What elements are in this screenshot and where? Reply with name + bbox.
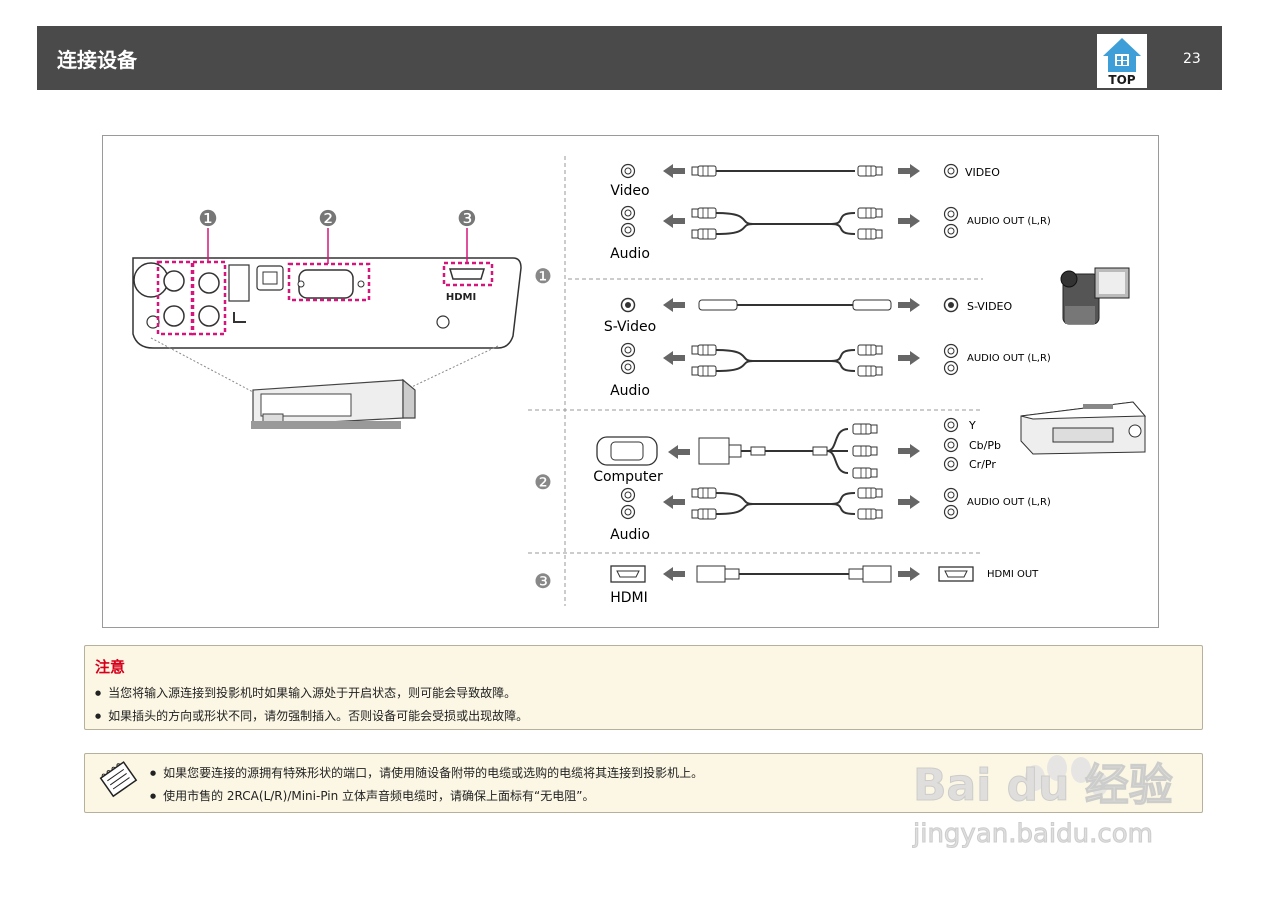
hdmi-logo: HDMI (446, 292, 476, 303)
svg-text:Video: Video (610, 183, 649, 199)
row-audio-c: Audio AUDIO OUT (L,R) (610, 487, 1051, 543)
page-header: 连接设备 TOP 23 (37, 26, 1222, 90)
baidu-watermark: Bai du 经验 jingyan.baidu.com (912, 755, 1173, 850)
caution-item: 如果插头的方向或形状不同，请勿强制插入。否则设备可能会受损或出现故障。 (95, 706, 528, 729)
row-audio-b: Audio AUDIO OUT (L,R) (610, 342, 1051, 399)
svg-text:HDMI: HDMI (610, 590, 648, 606)
svg-text:AUDIO OUT (L,R): AUDIO OUT (L,R) (967, 216, 1051, 227)
paw-icon (1025, 755, 1108, 796)
svg-text:AUDIO OUT (L,R): AUDIO OUT (L,R) (967, 497, 1051, 508)
note-list: 如果您要连接的源拥有特殊形状的端口，请使用随设备附带的电缆或选购的电缆将其连接到… (150, 763, 703, 809)
caution-title: 注意 (95, 658, 126, 676)
svg-text:Audio: Audio (610, 527, 650, 543)
svg-text:Y: Y (968, 419, 976, 432)
row-video: Video VIDEO (610, 163, 1000, 199)
note-item: 如果您要连接的源拥有特殊形状的端口，请使用随设备附带的电缆或选购的电缆将其连接到… (150, 763, 703, 786)
camcorder-illustration (1060, 267, 1130, 325)
svg-text:S-Video: S-Video (604, 319, 656, 335)
top-button[interactable]: TOP (1097, 34, 1147, 88)
svg-text:Audio: Audio (610, 383, 650, 399)
row-audio-a: Audio AUDIO OUT (L,R) (610, 205, 1051, 262)
dvd-player-illustration (1020, 401, 1147, 455)
watermark-brand: Bai du 经验 (913, 760, 1173, 811)
note-box: 如果您要连接的源拥有特殊形状的端口，请使用随设备附带的电缆或选购的电缆将其连接到… (84, 753, 1203, 813)
connection-diagram: ❶ ❷ ❸ HDMI ❶ ❷ ❸ Video (102, 135, 1159, 628)
svg-text:Computer: Computer (593, 469, 663, 485)
group-2-marker: ❷ (534, 470, 552, 494)
svg-text:VIDEO: VIDEO (965, 166, 1000, 179)
svg-text:S-VIDEO: S-VIDEO (967, 300, 1012, 313)
caution-box: 注意 当您将输入源连接到投影机时如果输入源处于开启状态，则可能会导致故障。 如果… (84, 645, 1203, 730)
row-hdmi: HDMI HDMI OUT (610, 565, 1039, 606)
page-title: 连接设备 (57, 48, 137, 72)
group-1-marker: ❶ (534, 264, 552, 288)
caution-list: 当您将输入源连接到投影机时如果输入源处于开启状态，则可能会导致故障。 如果插头的… (95, 683, 528, 729)
svg-text:AUDIO OUT (L,R): AUDIO OUT (L,R) (967, 353, 1051, 364)
callout-3: ❸ (457, 207, 477, 232)
projector-rear-panel: ❶ ❷ ❸ HDMI (132, 207, 522, 393)
row-svideo: S-Video S-VIDEO (604, 297, 1012, 335)
projector-illustration (251, 378, 416, 429)
group-3-marker: ❸ (534, 569, 552, 593)
notepad-icon (99, 761, 138, 798)
svg-text:HDMI OUT: HDMI OUT (987, 569, 1039, 580)
callout-2: ❷ (318, 207, 338, 232)
note-item: 使用市售的 2RCA(L/R)/Mini-Pin 立体声音频电缆时，请确保上面标… (150, 786, 703, 809)
row-computer: Computer Y Cb/Pb Cr/Pr (593, 417, 1001, 485)
svg-text:Cb/Pb: Cb/Pb (969, 439, 1001, 452)
top-label: TOP (1108, 73, 1135, 87)
watermark-url: jingyan.baidu.com (912, 819, 1153, 849)
callout-1: ❶ (198, 207, 218, 232)
page-number: 23 (1183, 51, 1201, 67)
top-house-icon: TOP (1097, 34, 1147, 88)
svg-text:Cr/Pr: Cr/Pr (969, 458, 996, 471)
svg-text:Audio: Audio (610, 246, 650, 262)
caution-item: 当您将输入源连接到投影机时如果输入源处于开启状态，则可能会导致故障。 (95, 683, 528, 706)
